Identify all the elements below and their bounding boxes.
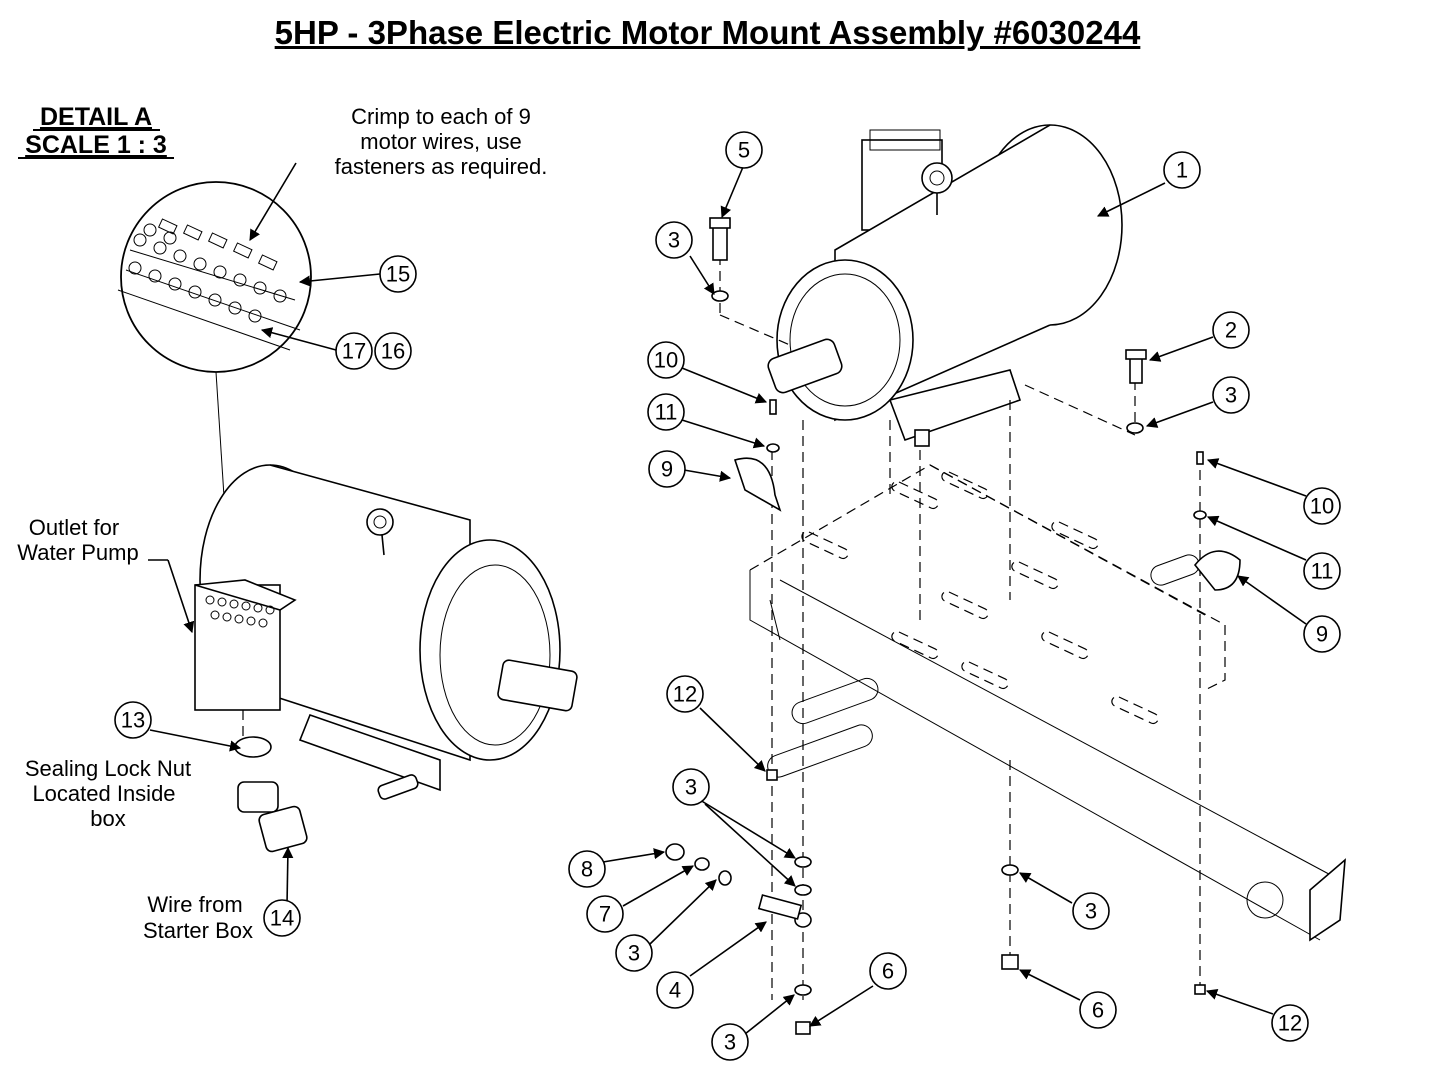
callout-3a: 3 xyxy=(1212,376,1250,414)
detail-label: DETAIL A xyxy=(40,103,152,131)
svg-text:15: 15 xyxy=(386,262,410,287)
svg-text:6: 6 xyxy=(882,959,894,984)
callout-7: 7 xyxy=(586,895,624,933)
callout-14: 14 xyxy=(263,899,301,937)
svg-text:3: 3 xyxy=(685,775,697,800)
locknut-note-line3: box xyxy=(90,806,125,831)
detail-a-circle xyxy=(117,181,312,591)
svg-text:12: 12 xyxy=(673,682,697,707)
callout-6b: 6 xyxy=(1079,991,1117,1029)
callout-11a: 11 xyxy=(647,393,685,431)
svg-text:16: 16 xyxy=(381,339,405,364)
callout-16: 16 xyxy=(374,332,412,370)
svg-text:7: 7 xyxy=(599,902,611,927)
svg-text:4: 4 xyxy=(669,978,681,1003)
svg-text:3: 3 xyxy=(1085,899,1097,924)
callout-4: 4 xyxy=(656,971,694,1009)
assembly-lines xyxy=(719,255,1201,1000)
base-frame xyxy=(749,464,1346,942)
detail-scale: SCALE 1 : 3 xyxy=(25,131,167,159)
callout-2: 2 xyxy=(1212,311,1250,349)
svg-text:17: 17 xyxy=(342,339,366,364)
callout-3b: 3 xyxy=(655,221,693,259)
svg-text:10: 10 xyxy=(654,348,678,373)
main-motor xyxy=(767,124,1123,442)
svg-text:13: 13 xyxy=(121,708,145,733)
callout-17: 17 xyxy=(335,332,373,370)
svg-text:10: 10 xyxy=(1310,494,1334,519)
fasteners xyxy=(665,217,1241,1035)
callout-bubbles: 1 2 3 3 3 3 3 3 3 4 5 6 6 7 8 9 9 10 10 … xyxy=(114,131,1341,1061)
svg-text:2: 2 xyxy=(1225,318,1237,343)
svg-text:11: 11 xyxy=(1311,559,1334,584)
crimp-note-line2: motor wires, use xyxy=(360,129,521,154)
locknut-note-line1: Sealing Lock Nut xyxy=(25,756,191,781)
callout-15: 15 xyxy=(379,255,417,293)
locknut-note-line2: Located Inside xyxy=(32,781,175,806)
svg-text:6: 6 xyxy=(1092,998,1104,1023)
callout-12a: 12 xyxy=(666,675,704,713)
svg-text:3: 3 xyxy=(668,228,680,253)
callout-3e: 3 xyxy=(711,1023,749,1061)
callout-8: 8 xyxy=(568,850,606,888)
svg-text:14: 14 xyxy=(270,906,294,931)
svg-text:9: 9 xyxy=(1316,622,1328,647)
callout-9a: 9 xyxy=(648,450,686,488)
svg-text:8: 8 xyxy=(581,857,593,882)
svg-text:3: 3 xyxy=(1225,383,1237,408)
callout-6a: 6 xyxy=(869,952,907,990)
svg-text:11: 11 xyxy=(655,400,678,425)
svg-text:3: 3 xyxy=(724,1030,736,1055)
callout-5: 5 xyxy=(725,131,763,169)
svg-text:1: 1 xyxy=(1176,158,1188,183)
svg-text:9: 9 xyxy=(661,457,673,482)
wire-note-line1: Wire from xyxy=(147,892,242,917)
callout-3d: 3 xyxy=(615,934,653,972)
callout-13: 13 xyxy=(114,701,152,739)
outlet-note-line1: Outlet for xyxy=(29,515,119,540)
callout-1: 1 xyxy=(1163,151,1201,189)
outlet-note-line2: Water Pump xyxy=(17,540,138,565)
callout-10b: 10 xyxy=(1303,487,1341,525)
page-title: 5HP - 3Phase Electric Motor Mount Assemb… xyxy=(274,14,1141,51)
svg-text:5: 5 xyxy=(738,138,750,163)
crimp-note-line1: Crimp to each of 9 xyxy=(351,104,531,129)
crimp-note-line3: fasteners as required. xyxy=(335,154,548,179)
svg-text:12: 12 xyxy=(1278,1011,1302,1036)
svg-text:3: 3 xyxy=(628,941,640,966)
callout-11b: 11 xyxy=(1303,552,1341,590)
callout-9b: 9 xyxy=(1303,615,1341,653)
callout-3c: 3 xyxy=(672,768,710,806)
leader-lines xyxy=(148,162,1307,1035)
wire-note-line2: Starter Box xyxy=(143,918,253,943)
callout-10a: 10 xyxy=(647,341,685,379)
callout-12b: 12 xyxy=(1271,1004,1309,1042)
callout-3f: 3 xyxy=(1072,892,1110,930)
detail-motor xyxy=(194,464,578,853)
